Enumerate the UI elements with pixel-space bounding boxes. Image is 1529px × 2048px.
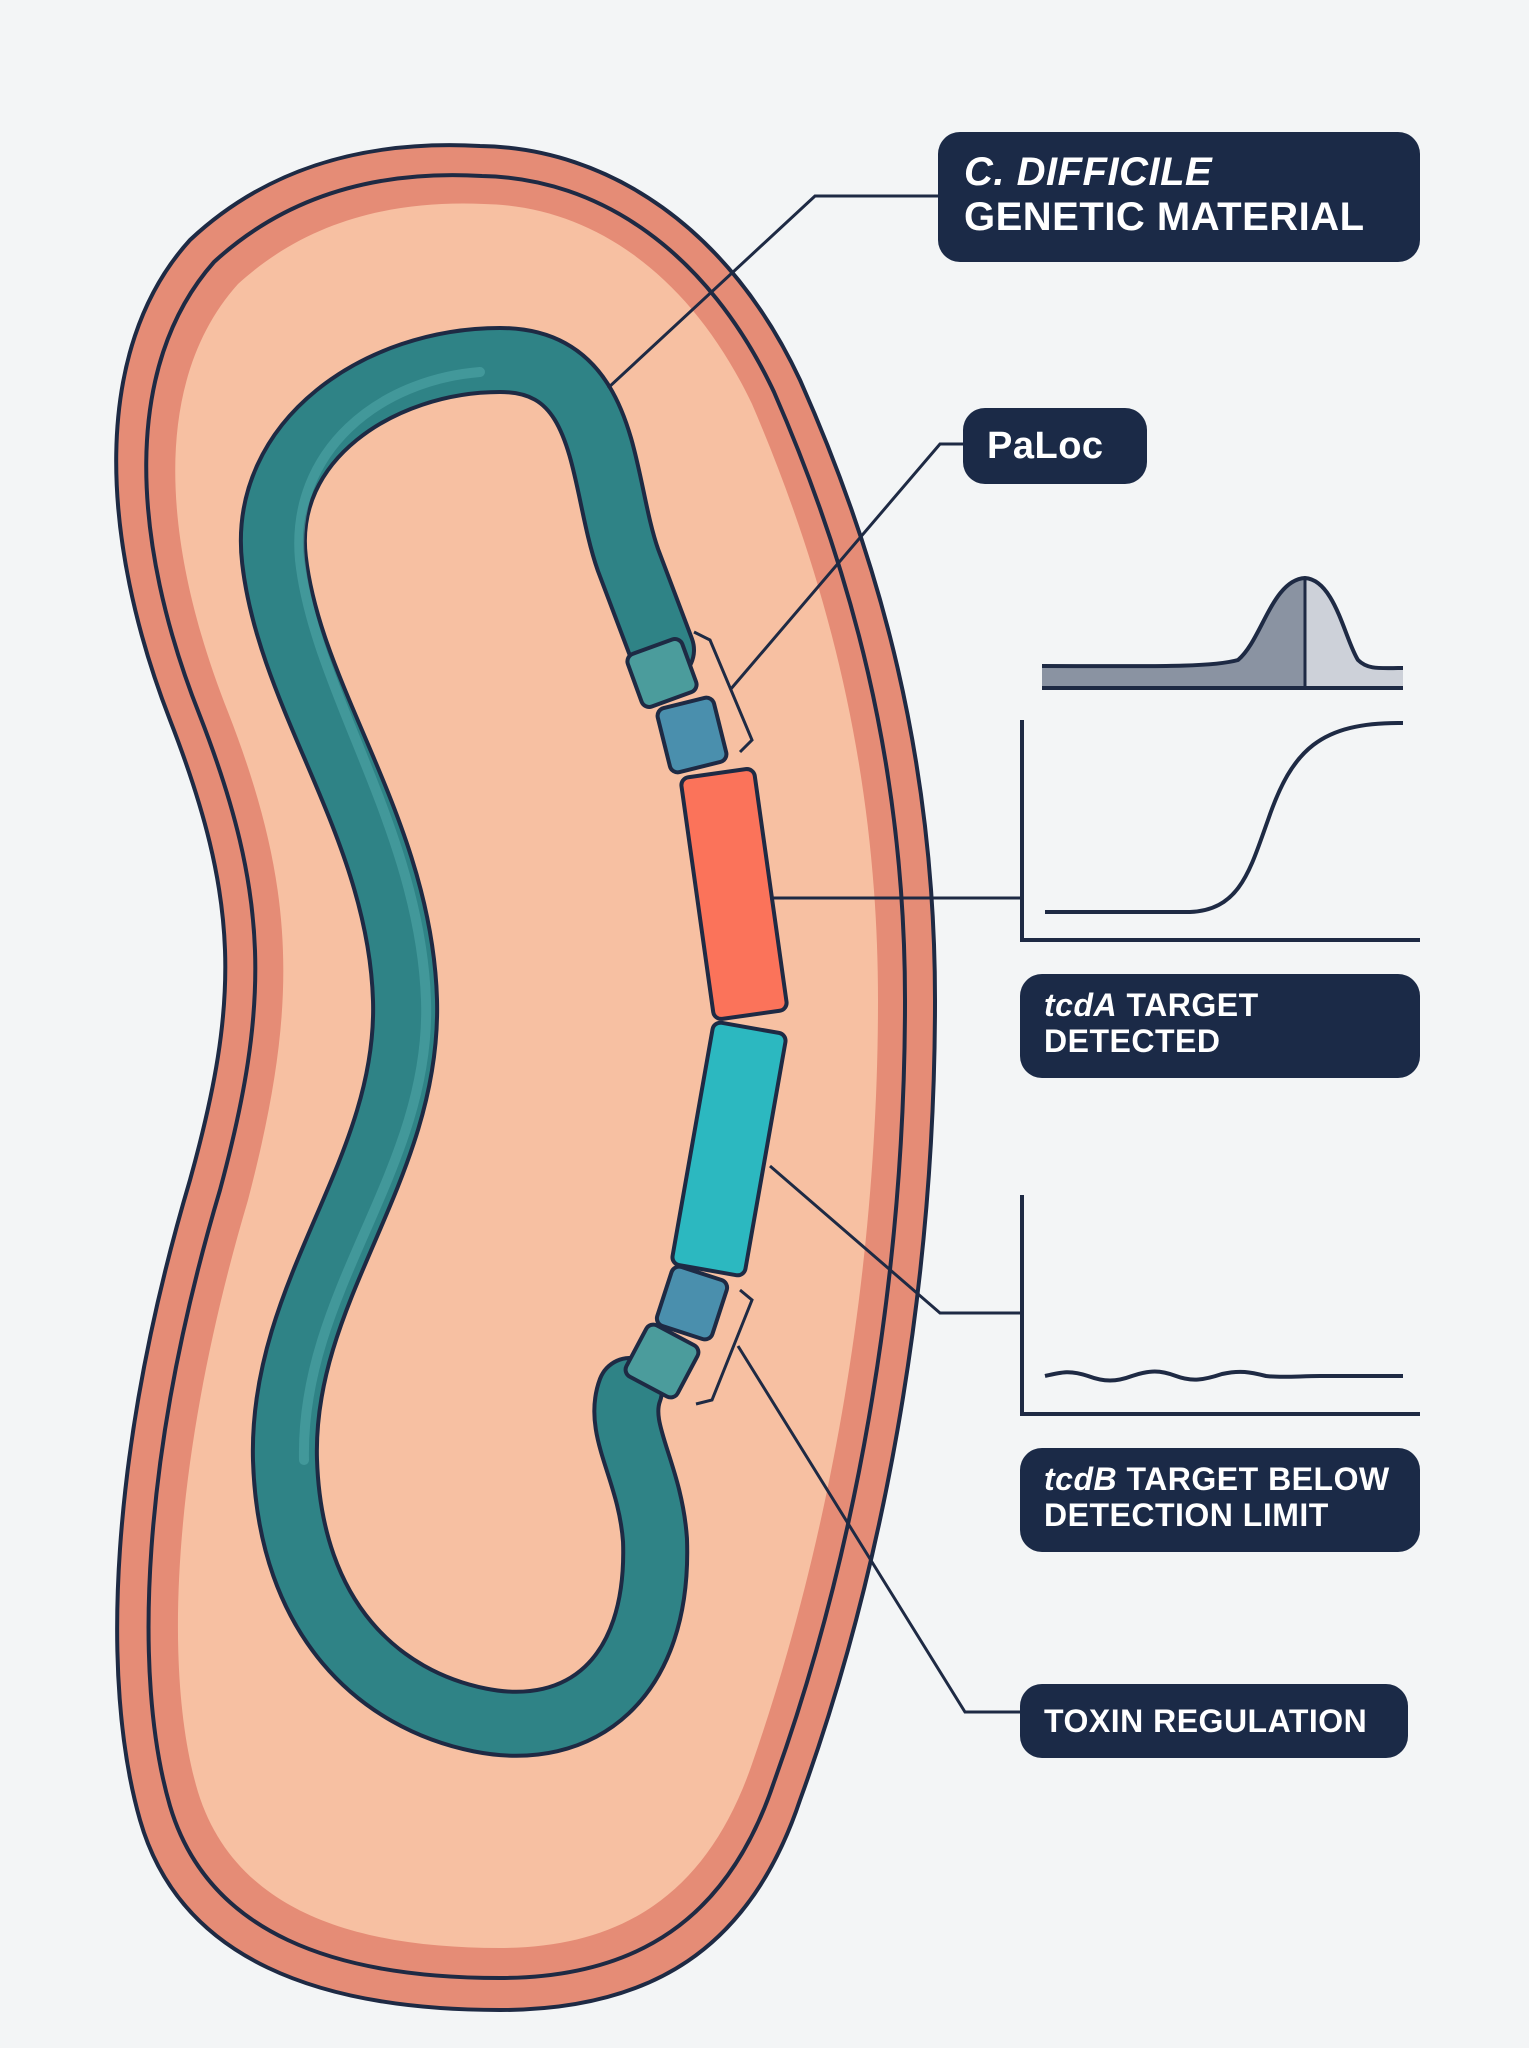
melt-peak-fill: [1042, 578, 1305, 686]
tcdb-flat-curve: [1044, 1369, 1403, 1383]
tcdb-gene-name: tcdB: [1044, 1461, 1118, 1497]
cytoplasm: [175, 203, 878, 1948]
paloc-label: PaLoc: [963, 408, 1147, 484]
paloc-segments: [623, 637, 789, 1400]
leader-tcdb: [769, 1164, 1020, 1315]
amplification-curve-icon: [1020, 720, 1420, 942]
leader-genetic-material: [606, 194, 938, 390]
genetic-material-label: C. DIFFICILE GENETIC MATERIAL: [938, 132, 1420, 262]
toxin-regulation-label-text: TOXIN REGULATION: [1044, 1703, 1368, 1739]
genetic-material-label-line1: C. DIFFICILE: [964, 150, 1213, 194]
tcdb-label-line2: DETECTION LIMIT: [1044, 1496, 1329, 1533]
tcda-label-line1: TARGET: [1117, 987, 1259, 1023]
tcda-segment: [679, 767, 789, 1021]
genetic-material-label-line2: GENETIC MATERIAL: [964, 194, 1365, 239]
cell-membrane: [144, 173, 908, 1981]
leader-paloc: [728, 442, 963, 691]
melt-peak-fill-right: [1305, 578, 1403, 686]
tcdb-segment: [670, 1020, 788, 1278]
regulatory-segment-lower-1: [654, 1264, 730, 1342]
chromosome-body: [242, 330, 692, 1754]
flat-signal-curve-icon: [1020, 1195, 1420, 1416]
toxin-regulation-label: TOXIN REGULATION: [1020, 1684, 1408, 1758]
tcda-gene-name: tcdA: [1044, 987, 1118, 1023]
tcda-label: tcdA TARGET DETECTED: [1020, 974, 1420, 1078]
regulatory-segment-upper-2: [655, 695, 729, 775]
tcda-label-line2: DETECTED: [1044, 1022, 1221, 1059]
tcdb-graph-axes: [1020, 1195, 1420, 1416]
tcda-graph-axes: [1020, 720, 1420, 942]
tcdb-label: tcdB TARGET BELOW DETECTION LIMIT: [1020, 1448, 1420, 1552]
tcda-amplification-curve: [1045, 720, 1404, 914]
dna-strand-icon: [238, 326, 696, 1758]
leader-toxin-regulation: [736, 1345, 1020, 1714]
chromosome-highlight: [294, 367, 485, 1465]
tcdb-label-line1: TARGET BELOW: [1117, 1461, 1390, 1497]
melt-peak-curve: [1041, 575, 1404, 671]
regulatory-segment-lower-2: [623, 1322, 701, 1400]
regulatory-segment-upper-1: [625, 637, 699, 709]
paloc-label-text: PaLoc: [987, 425, 1104, 467]
melt-peak-icon: [1041, 575, 1404, 690]
bracket-lower: [695, 1288, 754, 1406]
